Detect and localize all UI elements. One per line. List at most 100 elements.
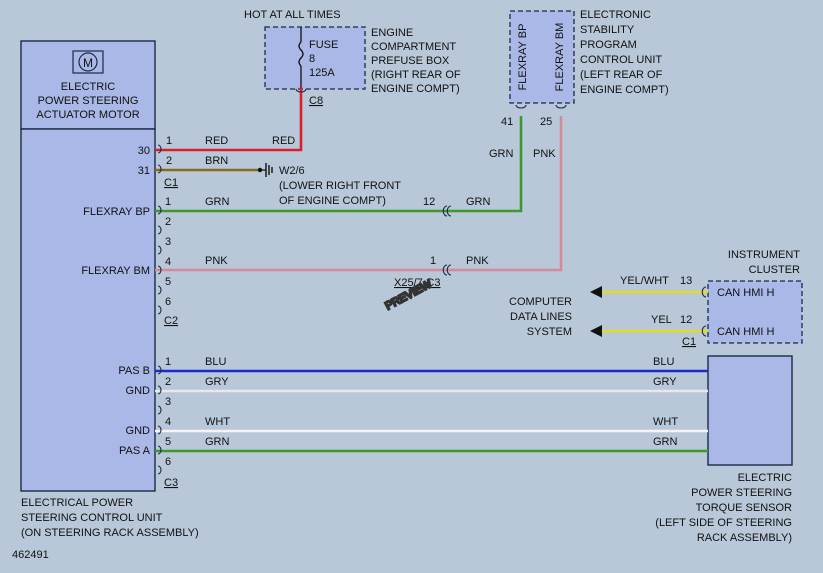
pin-number: 6 bbox=[165, 296, 171, 308]
esp-control-unit-box bbox=[509, 10, 575, 104]
computer-data-lines-label: SYSTEM bbox=[527, 326, 572, 338]
wire-color-label: WHT bbox=[653, 416, 678, 428]
torque-sensor-label: ELECTRIC bbox=[738, 472, 792, 484]
pin-number: 2 bbox=[165, 376, 171, 388]
pin-number: 5 bbox=[165, 276, 171, 288]
wire-color-label: RED bbox=[272, 135, 295, 147]
pin-number: 1 bbox=[165, 356, 171, 368]
torque-sensor-label: RACK ASSEMBLY) bbox=[697, 532, 792, 544]
wire-color-label: GRN bbox=[205, 436, 230, 448]
eps-control-unit-label: (ON STEERING RACK ASSEMBLY) bbox=[21, 527, 199, 539]
data-line-arrow-icon bbox=[590, 325, 602, 337]
motor-icon: M bbox=[72, 50, 104, 74]
prefuse-box-label: PREFUSE BOX bbox=[371, 55, 450, 67]
wire-color-label: GRN bbox=[205, 196, 230, 208]
eps-control-unit-label: STEERING CONTROL UNIT bbox=[21, 512, 163, 524]
inline-pin-1: 1 bbox=[430, 255, 436, 267]
pin-label-gnd: GND bbox=[126, 425, 151, 437]
pin-label-gnd: GND bbox=[126, 385, 151, 397]
wire-color-label: PNK bbox=[205, 255, 228, 267]
esp-pin-25: 25 bbox=[540, 116, 552, 128]
motor-symbol: M bbox=[83, 56, 93, 70]
esp-unit-label: STABILITY bbox=[580, 24, 635, 36]
connector-label-c8: C8 bbox=[309, 95, 323, 107]
flexray-bp-grn-wire bbox=[155, 116, 523, 213]
pin-number: 3 bbox=[165, 236, 171, 248]
pin-number: 3 bbox=[165, 396, 171, 408]
actuator-motor-label: ACTUATOR MOTOR bbox=[36, 109, 139, 121]
wire-color-label: GRN bbox=[653, 436, 678, 448]
torque-sensor-label: (LEFT SIDE OF STEERING bbox=[655, 517, 792, 529]
esp-unit-label: (LEFT REAR OF bbox=[580, 69, 663, 81]
pin-label-31: 31 bbox=[138, 165, 150, 177]
wire-color-label: YEL bbox=[651, 314, 672, 326]
pin-label-flexray-bm: FLEXRAY BM bbox=[81, 265, 150, 277]
fuse-label: FUSE bbox=[309, 39, 338, 51]
connector-c2: 1 2 3 4 5 6 C2 bbox=[157, 196, 178, 327]
wire-color-label: YEL/WHT bbox=[620, 275, 669, 287]
pin-number: 1 bbox=[165, 196, 171, 208]
esp-unit-label: ENGINE COMPT) bbox=[580, 84, 669, 96]
ground-location: (LOWER RIGHT FRONT bbox=[279, 180, 401, 192]
pin-label-pas-b: PAS B bbox=[118, 365, 150, 377]
wire-color-label: RED bbox=[205, 135, 228, 147]
esp-unit-label: CONTROL UNIT bbox=[580, 54, 662, 66]
connector-label-c1-cluster: C1 bbox=[682, 336, 696, 348]
wire-color-label: BLU bbox=[205, 356, 226, 368]
prefuse-box bbox=[264, 26, 366, 90]
ground-location: OF ENGINE COMPT) bbox=[279, 195, 386, 207]
can-hmi-label: CAN HMI H bbox=[717, 287, 775, 299]
wire-color-label: WHT bbox=[205, 416, 230, 428]
wire-color-label: PNK bbox=[533, 148, 556, 160]
torque-sensor-label: POWER STEERING bbox=[691, 487, 792, 499]
connector-label-c2: C2 bbox=[164, 315, 178, 327]
esp-pin-label-bm: FLEXRAY BM bbox=[554, 23, 566, 92]
connector-c3: 1 2 3 4 5 6 C3 bbox=[157, 356, 178, 489]
pin-number: 4 bbox=[165, 256, 171, 268]
can-hmi-label: CAN HMI H bbox=[717, 326, 775, 338]
esp-pin-41: 41 bbox=[501, 116, 513, 128]
fuse-icon bbox=[298, 27, 304, 87]
wire-color-label: BRN bbox=[205, 155, 228, 167]
torque-sensor-label: TORQUE SENSOR bbox=[696, 502, 792, 514]
inline-connector-label: X25/7-C3 bbox=[394, 277, 440, 289]
torque-sensor-box bbox=[707, 355, 793, 466]
flexray-bm-pnk-wire bbox=[155, 116, 563, 272]
pin-label-pas-a: PAS A bbox=[119, 445, 151, 457]
esp-unit-label: ELECTRONIC bbox=[580, 9, 651, 21]
pin-number: 5 bbox=[165, 436, 171, 448]
eps-control-unit-box bbox=[20, 128, 156, 492]
prefuse-box-label: COMPARTMENT bbox=[371, 41, 456, 53]
prefuse-box-label: (RIGHT REAR OF bbox=[371, 69, 461, 81]
instrument-cluster-label: INSTRUMENT bbox=[728, 249, 800, 261]
wire-color-label: BLU bbox=[653, 356, 674, 368]
ground-icon bbox=[257, 163, 273, 177]
diagram-id: 462491 bbox=[12, 549, 49, 561]
pin-number: 2 bbox=[165, 216, 171, 228]
inline-pin-12: 12 bbox=[423, 196, 435, 208]
wire-color-label: GRY bbox=[653, 376, 677, 388]
computer-data-lines-label: DATA LINES bbox=[510, 311, 572, 323]
connector-c1: 1 2 C1 bbox=[157, 135, 178, 189]
pin-label-flexray-bp: FLEXRAY BP bbox=[83, 206, 150, 218]
actuator-motor-box bbox=[20, 40, 156, 130]
pin-label-30: 30 bbox=[138, 145, 150, 157]
fuse-rating: 125A bbox=[309, 67, 335, 79]
pin-number: 4 bbox=[165, 416, 171, 428]
connector-label-c1: C1 bbox=[164, 177, 178, 189]
instrument-cluster-label: CLUSTER bbox=[749, 264, 800, 276]
wire-color-label: PNK bbox=[466, 255, 489, 267]
prefuse-box-label: ENGINE bbox=[371, 27, 413, 39]
hot-at-all-times-label: HOT AT ALL TIMES bbox=[244, 9, 341, 21]
wire-color-label: GRN bbox=[489, 148, 514, 160]
wire-color-label: GRN bbox=[466, 196, 491, 208]
actuator-motor-label: ELECTRIC bbox=[61, 81, 115, 93]
pin-number: 1 bbox=[166, 135, 172, 147]
pin-number: 6 bbox=[165, 456, 171, 468]
cluster-pin-12: 12 bbox=[680, 314, 692, 326]
wire-color-label: GRY bbox=[205, 376, 229, 388]
esp-unit-label: PROGRAM bbox=[580, 39, 637, 51]
prefuse-box-label: ENGINE COMPT) bbox=[371, 83, 460, 95]
cluster-pin-13: 13 bbox=[680, 275, 692, 287]
fuse-number: 8 bbox=[309, 53, 315, 65]
